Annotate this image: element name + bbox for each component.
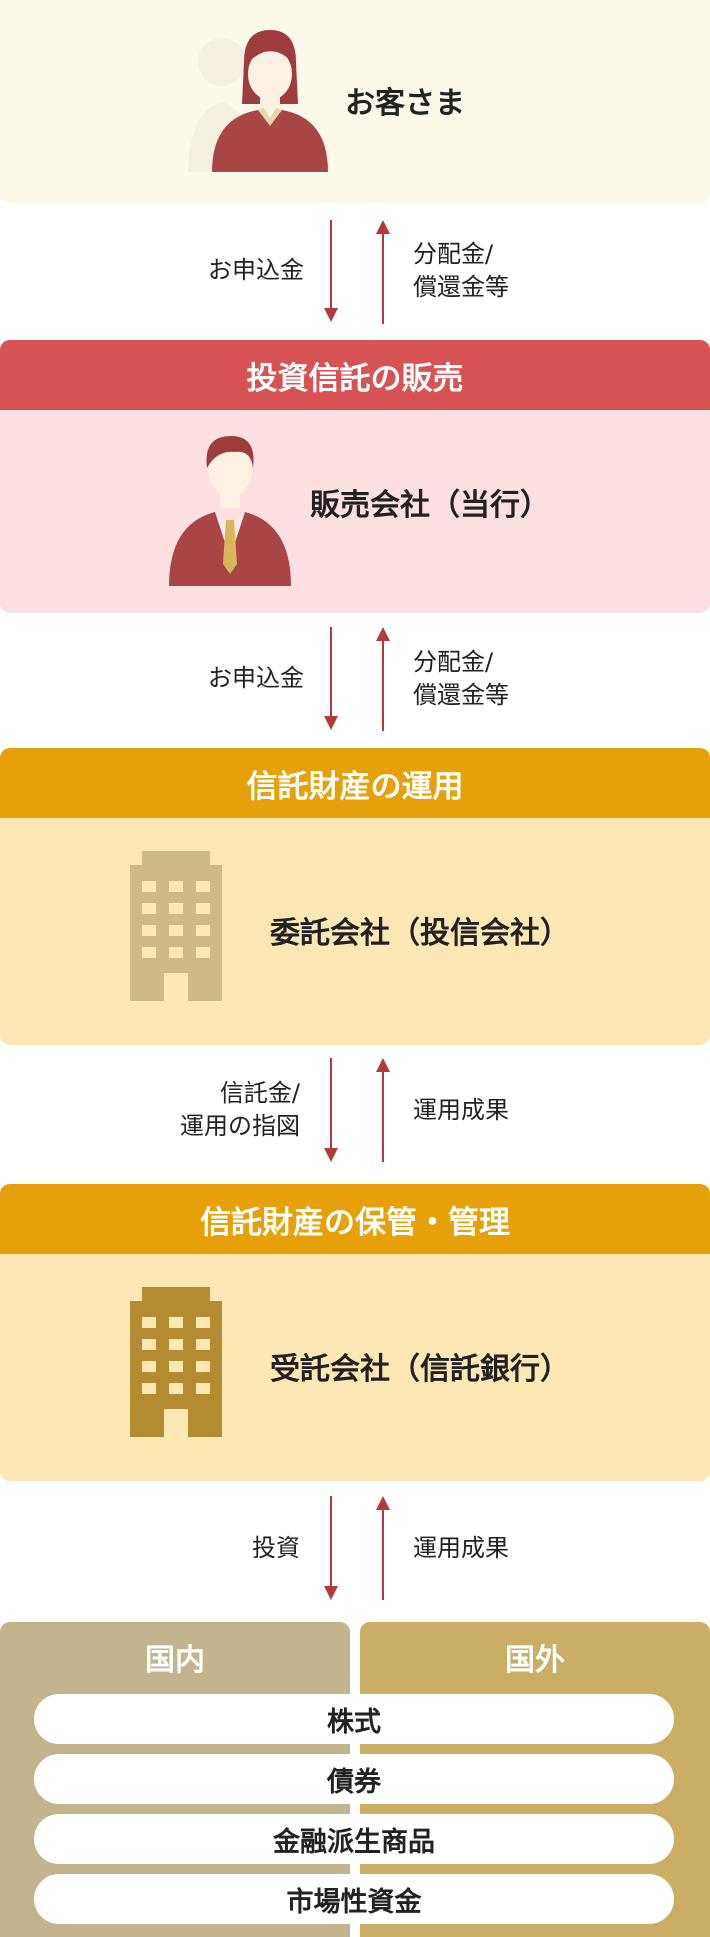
- domestic-header: 国内: [145, 1643, 205, 1678]
- investment-item-money-market: 市場性資金: [34, 1874, 674, 1924]
- flow-3-up-label: 運用成果: [413, 1096, 509, 1124]
- flow-2-down-arrow: [330, 627, 332, 716]
- flow-3-down-arrow: [330, 1058, 332, 1148]
- flow-1-up-arrowhead: [376, 220, 390, 234]
- flow-4-down-arrowhead: [324, 1586, 338, 1600]
- custody-box: 信託財産の保管・管理 受託会社（信託銀行）: [0, 1184, 710, 1481]
- customer-box: お客さま: [0, 0, 710, 203]
- flow-3-down-label: 信託金/ 運用の指図: [180, 1079, 300, 1140]
- sales-header: 投資信託の販売: [0, 340, 710, 410]
- man-person-icon: [169, 436, 291, 586]
- flow-4-down-label: 投資: [252, 1534, 300, 1562]
- flow-2-up-arrow: [382, 641, 384, 731]
- foreign-header: 国外: [505, 1643, 565, 1678]
- flow-4-up-arrowhead: [376, 1496, 390, 1510]
- sales-label: 販売会社（当行）: [310, 488, 550, 523]
- flow-2-up-arrowhead: [376, 627, 390, 641]
- sales-box: 投資信託の販売 販売会社（当行）: [0, 340, 710, 613]
- flow-2-up-label: 分配金/ 償還金等: [413, 648, 509, 709]
- building-light-icon: [130, 851, 222, 1001]
- flow-1-up-label: 分配金/ 償還金等: [413, 240, 509, 301]
- investment-item-derivatives: 金融派生商品: [34, 1814, 674, 1864]
- customer-label: お客さま: [345, 86, 465, 121]
- investment-section: 国内 国外 株式 債券 金融派生商品 市場性資金: [0, 1622, 710, 1937]
- custody-header: 信託財産の保管・管理: [0, 1184, 710, 1254]
- flow-3-up-arrow: [382, 1072, 384, 1162]
- flow-1-down-arrowhead: [324, 308, 338, 322]
- flow-1-down-arrow: [330, 220, 332, 308]
- flow-4-down-arrow: [330, 1496, 332, 1586]
- flow-2-down-label: お申込金: [208, 664, 304, 692]
- building-dark-icon: [130, 1287, 222, 1437]
- flow-2-down-arrowhead: [324, 716, 338, 730]
- flow-3-down-arrowhead: [324, 1148, 338, 1162]
- management-header: 信託財産の運用: [0, 748, 710, 818]
- flow-1-up-arrow: [382, 234, 384, 324]
- investment-item-stocks: 株式: [34, 1694, 674, 1744]
- custody-label: 受託会社（信託銀行）: [270, 1352, 570, 1387]
- management-label: 委託会社（投信会社）: [270, 916, 570, 951]
- flow-1-down-label: お申込金: [208, 256, 304, 284]
- woman-person-icon: [188, 30, 328, 172]
- flow-3-up-arrowhead: [376, 1058, 390, 1072]
- flow-4-up-arrow: [382, 1510, 384, 1600]
- management-box: 信託財産の運用 委託会社（投信会社）: [0, 748, 710, 1045]
- flow-4-up-label: 運用成果: [413, 1534, 509, 1562]
- investment-item-bonds: 債券: [34, 1754, 674, 1804]
